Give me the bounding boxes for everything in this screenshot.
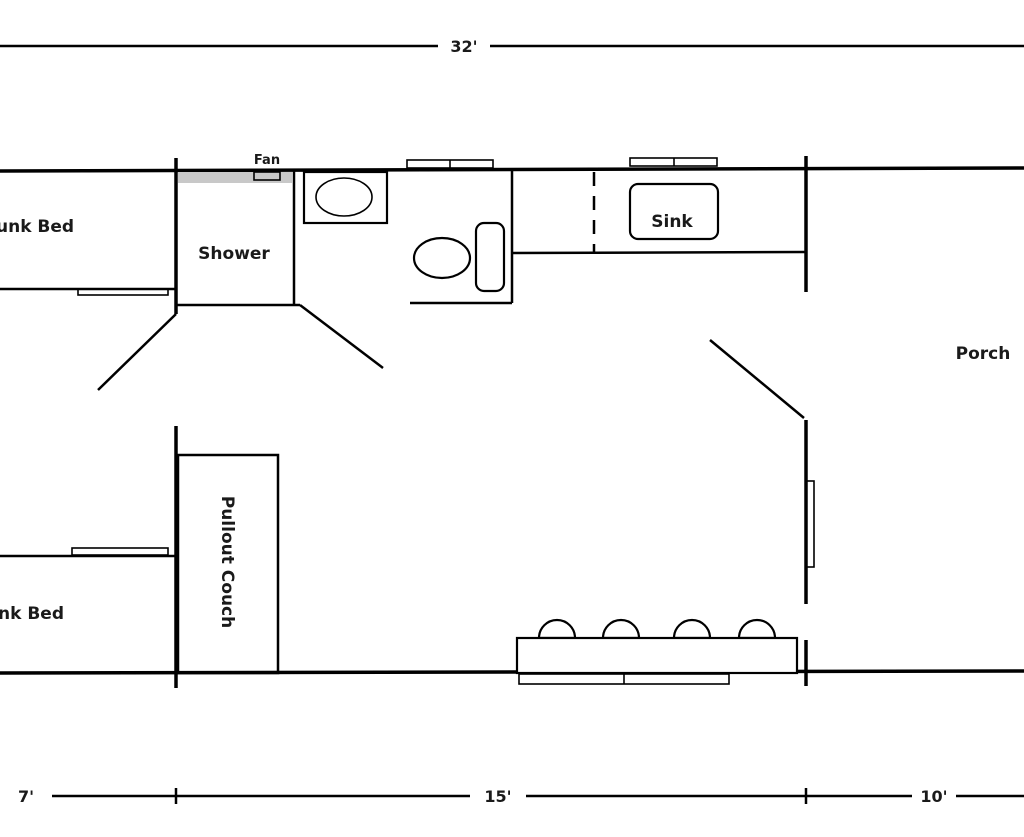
door-swing-bath xyxy=(299,304,384,369)
right-section-dimension: 10' xyxy=(920,787,947,806)
pullout-couch: Pullout Couch xyxy=(176,453,280,675)
window-porch xyxy=(805,480,815,568)
shower-label: Shower xyxy=(198,244,270,264)
left-section-dimension: 7' xyxy=(18,787,34,806)
bunk-bed-bottom: nk Bed xyxy=(0,547,176,624)
bath-sink-basin-icon xyxy=(315,177,373,217)
fan-label: Fan xyxy=(254,153,280,168)
kitchen-sink-icon xyxy=(628,182,720,241)
overall-dimension-label: 32' xyxy=(450,37,477,56)
toilet-bowl-icon xyxy=(412,236,472,280)
dining-bar xyxy=(515,618,799,685)
bunk-bed-top-label: unk Bed xyxy=(0,217,74,237)
window-bath xyxy=(406,159,494,169)
fan-icon xyxy=(253,171,281,181)
middle-section-dimension: 15' xyxy=(484,787,511,806)
stool-icon xyxy=(537,618,577,640)
overall-dimension: 32' xyxy=(0,37,1024,56)
section-dimensions: 7' 15' 10' xyxy=(18,787,1024,806)
bar-counter xyxy=(515,636,799,675)
porch-label: Porch xyxy=(956,344,1011,364)
stool-icon xyxy=(601,618,641,640)
bathroom-sink xyxy=(302,170,389,225)
window-kitchen xyxy=(629,157,718,167)
toilet xyxy=(410,171,514,305)
door-swing-left xyxy=(97,313,177,391)
exterior-walls xyxy=(0,166,1024,675)
sink-label: Sink xyxy=(651,212,693,232)
bunk-bed-top: unk Bed xyxy=(0,217,176,296)
stool-icon xyxy=(672,618,712,640)
shower: Shower xyxy=(176,171,300,307)
bunk-bed-bottom-label: nk Bed xyxy=(0,604,64,624)
door-swing-front xyxy=(709,339,805,419)
toilet-tank-icon xyxy=(474,221,506,293)
kitchen-counter: Sink xyxy=(511,172,807,255)
fan: Fan xyxy=(253,153,281,181)
pullout-couch-label: Pullout Couch xyxy=(217,496,237,628)
stool-icon xyxy=(737,618,777,640)
shower-vent xyxy=(178,172,292,183)
